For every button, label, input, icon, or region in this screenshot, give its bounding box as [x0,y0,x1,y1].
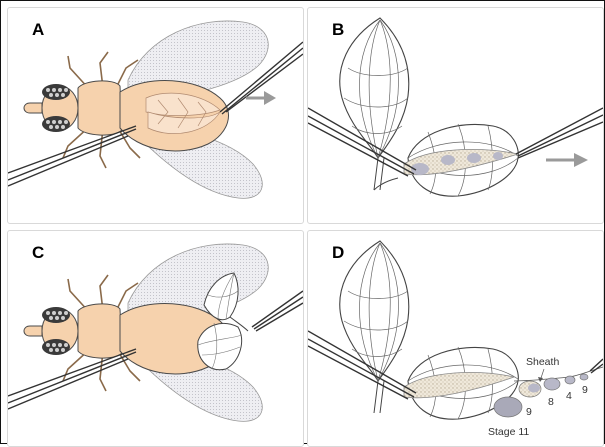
panel-c-illustration [8,231,303,446]
egg-chamber-stage-8 [544,378,560,390]
panel-b-illustration [308,8,603,223]
panel-b: B [307,7,604,224]
label-stage-4: 4 [566,390,572,402]
label-stage-9b: 9 [582,384,588,396]
panel-c: C [7,230,304,447]
pull-arrow-b [546,153,588,167]
ovary-extracted-lower [198,323,242,369]
panel-letter-c: C [32,243,44,263]
egg-chamber-stage-4 [565,376,575,384]
fly-eye-upper [42,84,70,100]
panel-d-illustration: Sheath Stage 11 9 8 4 9 [308,231,603,446]
fly-eye-lower [42,116,70,132]
label-stage-8: 8 [548,396,554,408]
oviduct-body [374,178,398,190]
panel-letter-a: A [32,20,44,40]
panel-letter-d: D [332,243,344,263]
forceps-right-b [516,108,603,158]
panel-a: A [7,7,304,224]
panel-letter-b: B [332,20,344,40]
fly-thorax [78,81,122,135]
label-stage-11: Stage 11 [488,426,529,438]
ovariole-chain [514,367,603,381]
label-stage-9a: 9 [526,406,532,418]
forceps-left [8,126,136,186]
panel-a-illustration [8,8,303,223]
fly-proboscis [24,103,42,113]
egg-chamber-stage-9b [580,374,588,380]
forceps-right-c [252,291,303,331]
label-sheath: Sheath [526,356,559,368]
panel-d: D [307,230,604,447]
egg-chamber-stage-11 [494,397,522,417]
